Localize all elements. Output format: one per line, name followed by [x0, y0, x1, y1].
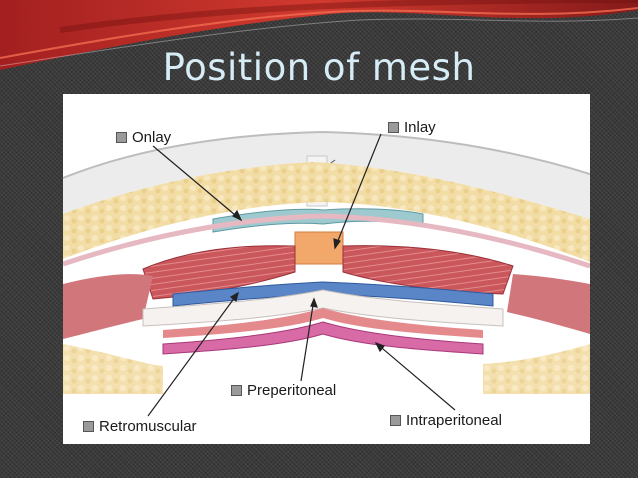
- onlay-label: Onlay: [116, 129, 171, 146]
- retromuscular-label: Retromuscular: [83, 418, 197, 435]
- retromuscular-text: Retromuscular: [99, 418, 197, 435]
- title-banner: [0, 0, 638, 70]
- square-bullet-icon: [390, 415, 401, 426]
- square-bullet-icon: [116, 132, 127, 143]
- preperitoneal-text: Preperitoneal: [247, 382, 337, 399]
- mesh-position-diagram: Onlay Inlay Preperitoneal Retromuscular …: [63, 94, 590, 444]
- inlay-label: Inlay: [388, 119, 436, 136]
- square-bullet-icon: [388, 122, 399, 133]
- inlay-text: Inlay: [404, 119, 436, 136]
- intraperitoneal-text: Intraperitoneal: [406, 412, 502, 429]
- slide-title: Position of mesh: [162, 46, 476, 89]
- abdominal-wall-illustration: [63, 130, 590, 417]
- preperitoneal-label: Preperitoneal: [231, 382, 336, 399]
- onlay-text: Onlay: [132, 129, 172, 146]
- square-bullet-icon: [83, 421, 94, 432]
- square-bullet-icon: [231, 385, 242, 396]
- intraperitoneal-label: Intraperitoneal: [390, 412, 502, 429]
